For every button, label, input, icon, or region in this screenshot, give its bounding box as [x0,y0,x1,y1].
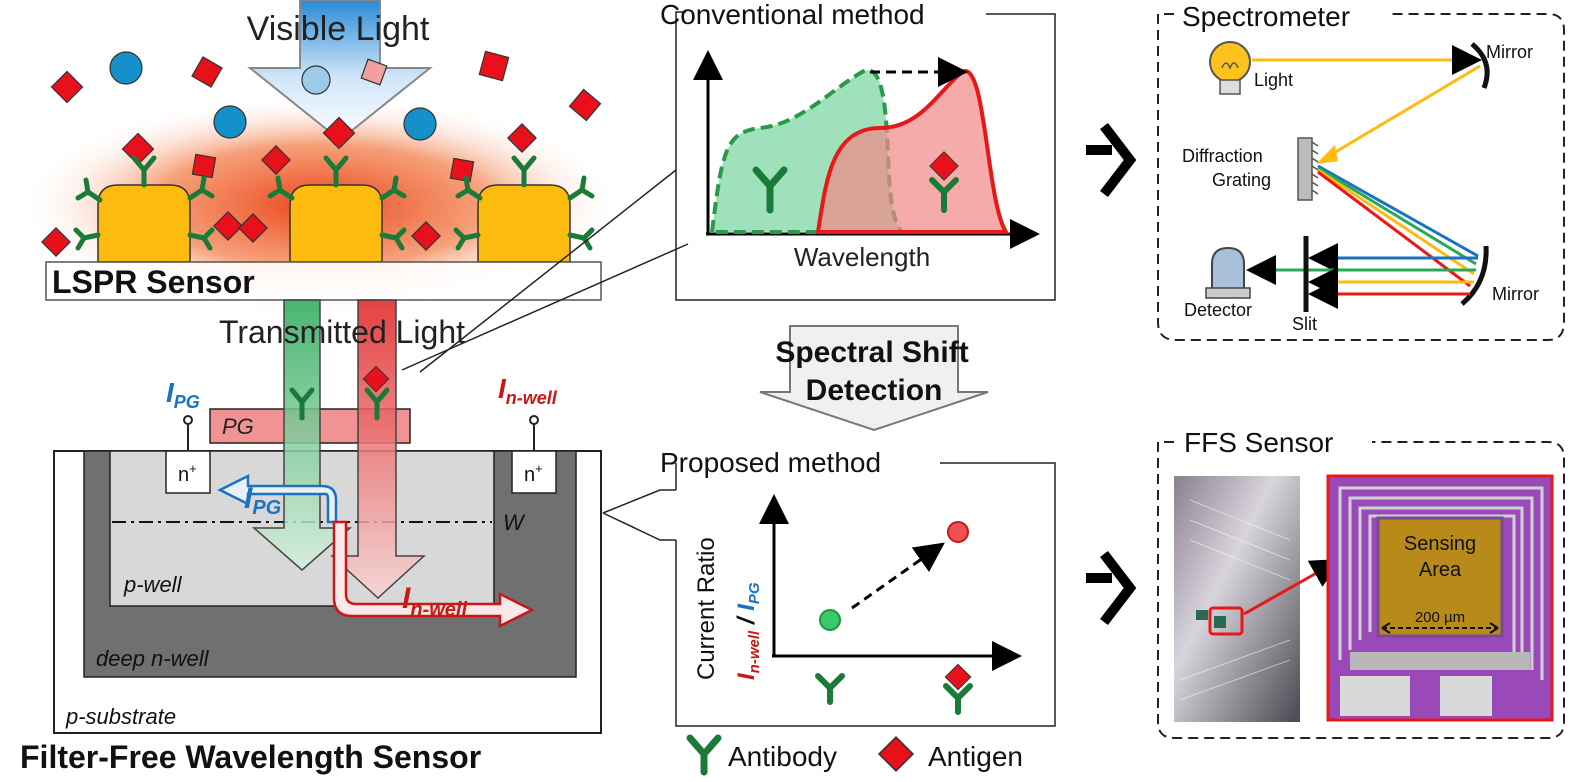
light-label: Light [1254,70,1293,90]
i-pg-current-label: IPG [244,482,281,519]
ffs-title: FFS Sensor [1184,427,1333,458]
top-mirror-label: Mirror [1486,42,1533,62]
proposed-antibody-x1 [815,673,845,705]
proposed-panel: Proposed method Current Ratio In-well / … [660,447,1056,727]
i-nwell-terminal-label: In-well [498,373,558,408]
lspr-substrate [45,261,602,301]
grating-label-2: Grating [1212,170,1271,190]
legend-antigen-icon [877,735,915,773]
beam-antibody-green [289,387,315,421]
beam-antibody-red [364,387,390,421]
n-plus-left-label: n+ [178,461,197,486]
green-transmitted-beam [252,299,352,571]
light-bulb-icon [1209,41,1251,95]
chip-micrograph: Sensing Area 200 µm [1326,474,1554,722]
spectrum-after-shift [815,69,1010,234]
spectrometer-rays [1246,45,1482,309]
lspr-panel: Visible Light LSPR Sensor [20,0,620,315]
proposed-y-label: Current Ratio [693,537,720,680]
conventional-antigen [929,151,959,181]
ratio-shift-arrow [851,542,945,610]
spectral-shift-line1: Spectral Shift [775,336,968,369]
legend: Antibody Antigen [686,734,1023,776]
bound-antibodies [73,155,595,251]
legend-antibody-label: Antibody [728,741,837,772]
scale-bar-label: 200 µm [1415,609,1465,626]
slit-label: Slit [1292,314,1317,334]
proposed-antibody-x2 [943,683,973,715]
lspr-sensor-label: LSPR Sensor [52,264,255,300]
spectral-shift-arrow: Spectral Shift Detection [759,325,989,432]
gold-particle-2 [289,184,383,263]
ratio-point-antigen [947,521,969,543]
p-well-label: p-well [123,572,183,597]
conventional-panel: Conventional method Wavelength [660,0,1056,301]
bottom-mirror-icon [1460,245,1489,306]
sensing-label-1: Sensing [1404,533,1476,555]
terminals [183,415,539,451]
i-pg-terminal-label: IPG [166,377,200,412]
conventional-antibody-green [752,166,788,214]
proposed-antigen-x2 [944,663,972,691]
deep-n-well-label: deep n-well [96,646,210,671]
device-cross-section: n+ n+ W p-well deep n-well p-substrate P… [20,299,602,775]
sensing-label-2: Area [1419,559,1462,581]
p-substrate-label: p-substrate [65,704,176,729]
ratio-point-antibody [819,609,841,631]
ffs-panel: FFS Sensor [1157,427,1565,739]
i-nwell-current-label: In-well [402,582,467,621]
n-plus-right [511,450,557,494]
diffraction-grating-icon [1297,137,1319,201]
transmitted-light-label: Transmitted Light [219,314,465,350]
wavelength-label: Wavelength [794,242,930,272]
flow-arrows [1086,122,1137,626]
red-transmitted-beam [330,299,426,600]
grating-label-1: Diffraction [1182,146,1263,166]
detector-icon [1205,246,1251,299]
spectrometer-frame [1157,13,1565,341]
free-red-antigens [41,50,602,257]
bottom-mirror-label: Mirror [1492,284,1539,304]
device-title: Filter-Free Wavelength Sensor [20,739,481,775]
conventional-title: Conventional method [660,0,925,30]
zoom-arrow [1243,559,1342,616]
gold-particle-1 [97,184,191,263]
i-nwell-current-arrow [332,520,535,629]
package-photo [1174,476,1300,722]
n-plus-right-label: n+ [524,461,543,486]
spectral-shift-line2: Detection [806,374,943,407]
conventional-antibody-red [929,177,959,213]
conventional-frame [675,11,1056,301]
callout-lines [401,169,689,541]
i-pg-current-arrow [217,473,338,524]
legend-antibody-icon [686,734,722,776]
detector-label: Detector [1184,300,1252,320]
gold-particle-3 [477,184,571,263]
proposed-title: Proposed method [660,447,881,478]
proposed-frame [675,462,1056,727]
spectrometer-panel: Spectrometer Light Mirror Mirror Diffrac… [1157,1,1565,341]
ffs-frame [1157,441,1565,739]
free-blue-particles [109,51,437,141]
beam-antigen-red [362,365,390,393]
w-label: W [503,510,526,535]
legend-antigen-label: Antigen [928,741,1023,772]
spectrometer-title: Spectrometer [1182,1,1350,32]
proposed-y-ratio: In-well / IPG [733,582,763,680]
sensing-area [1376,516,1504,638]
visible-light-arrow [247,0,433,142]
visible-light-label: Visible Light [247,10,430,48]
pg-label: PG [222,414,254,439]
